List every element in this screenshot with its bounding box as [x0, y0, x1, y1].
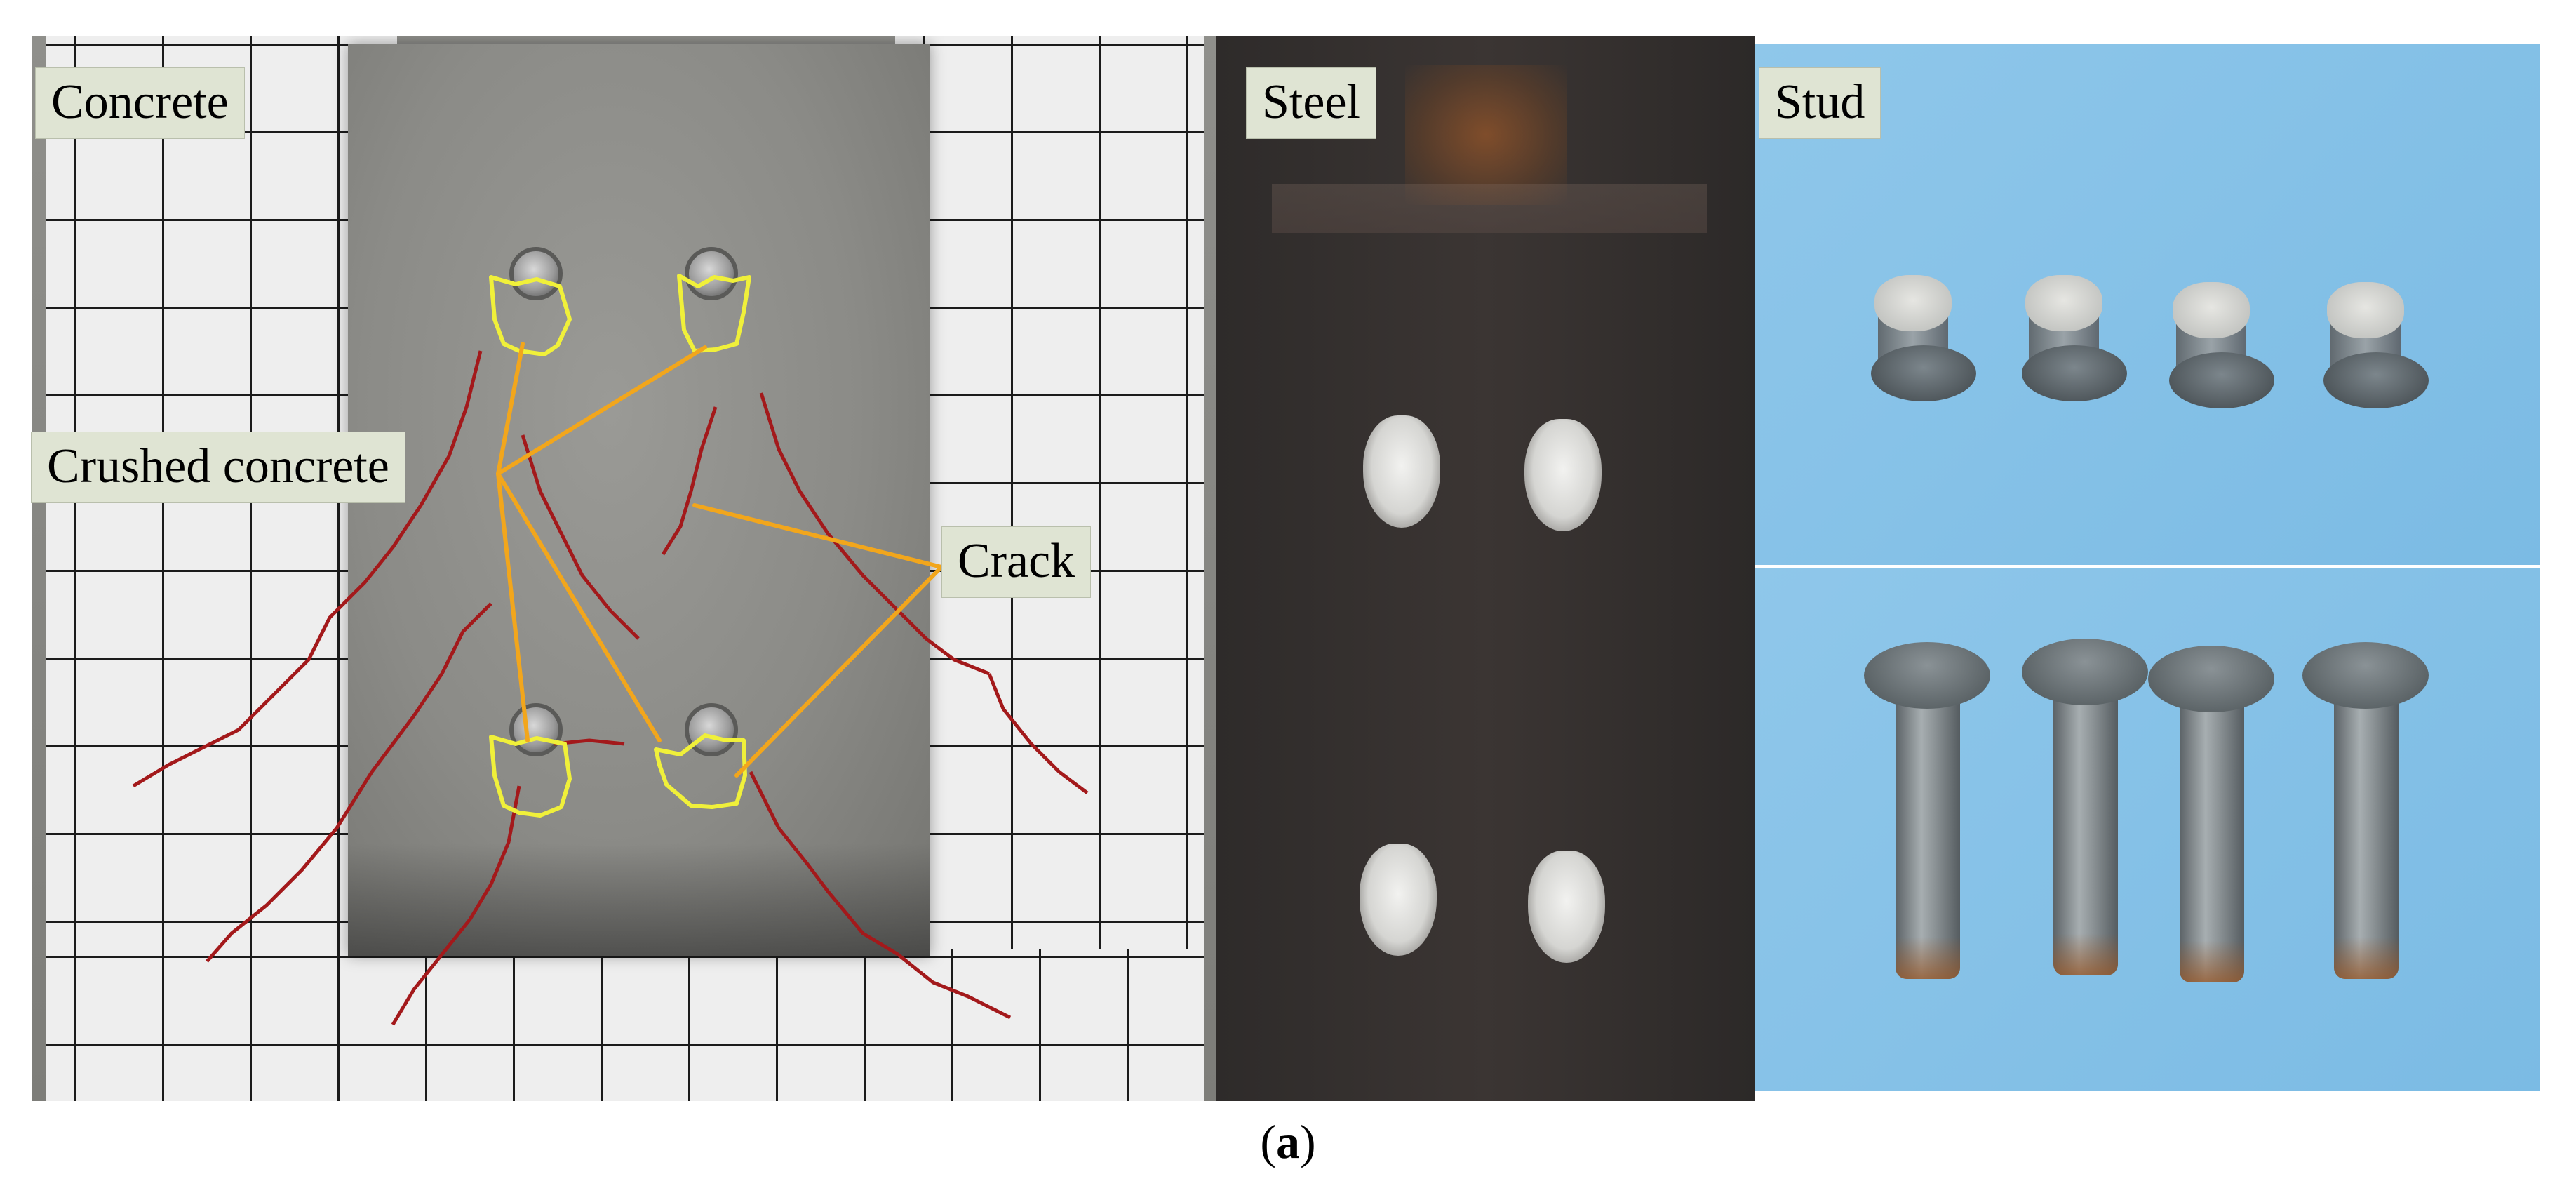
crushed-outline — [677, 274, 751, 353]
steel-band — [1272, 184, 1707, 233]
stud-side-view — [1864, 642, 1990, 986]
crushed-concrete-label: Crushed concrete — [31, 432, 405, 503]
concrete-label: Concrete — [35, 67, 245, 139]
concrete-slab — [348, 44, 930, 956]
leader-line — [496, 472, 530, 742]
crack-line — [759, 392, 990, 676]
leader-line — [692, 503, 944, 569]
leader-line — [496, 472, 662, 742]
stud-hole — [509, 703, 563, 756]
crack-line — [987, 673, 1089, 794]
crack-line — [206, 602, 492, 963]
leader-line — [496, 342, 525, 476]
stud-photo-bottom — [1755, 568, 2540, 1091]
crack-label: Crack — [941, 526, 1092, 598]
steel-imprint — [1363, 415, 1440, 528]
crushed-outline — [654, 733, 747, 809]
stud-photo-top — [1755, 44, 2540, 565]
stud-top-view — [1871, 275, 1976, 408]
steel-rust-area — [1405, 65, 1567, 205]
caption-close-paren: ) — [1300, 1115, 1316, 1168]
crack-line — [391, 785, 521, 1026]
crack-line — [521, 434, 640, 640]
stud-top-view — [2169, 282, 2274, 415]
steel-imprint — [1360, 844, 1437, 956]
steel-label: Steel — [1246, 67, 1376, 139]
steel-photo — [1216, 36, 1755, 1101]
crushed-outline — [489, 735, 572, 818]
leader-lines — [496, 342, 944, 778]
leader-line — [496, 345, 707, 476]
stud-top-view — [2323, 282, 2429, 415]
crushed-outline — [489, 275, 572, 356]
concrete-block-left-grid — [46, 36, 397, 1101]
steel-imprint — [1528, 851, 1605, 963]
stud-label: Stud — [1759, 67, 1881, 139]
crack-line — [132, 350, 483, 788]
crushed-outlines — [489, 274, 751, 818]
stud-hole — [685, 247, 738, 300]
caption-open-paren: ( — [1260, 1115, 1276, 1168]
figure-caption: (a) — [0, 1114, 2576, 1170]
caption-letter: a — [1276, 1115, 1300, 1168]
stud-side-view — [2302, 642, 2429, 986]
stud-side-view — [2022, 639, 2148, 982]
stud-hole — [685, 703, 738, 756]
stud-side-view — [2148, 646, 2274, 989]
crack-line — [661, 406, 718, 556]
steel-imprint — [1524, 419, 1602, 531]
stud-top-view — [2022, 275, 2127, 408]
stud-hole — [509, 247, 563, 300]
concrete-block-bottom-grid — [46, 949, 1204, 1101]
leader-line — [734, 565, 944, 778]
crack-lines — [132, 350, 1089, 1026]
crack-line — [749, 771, 1012, 1020]
